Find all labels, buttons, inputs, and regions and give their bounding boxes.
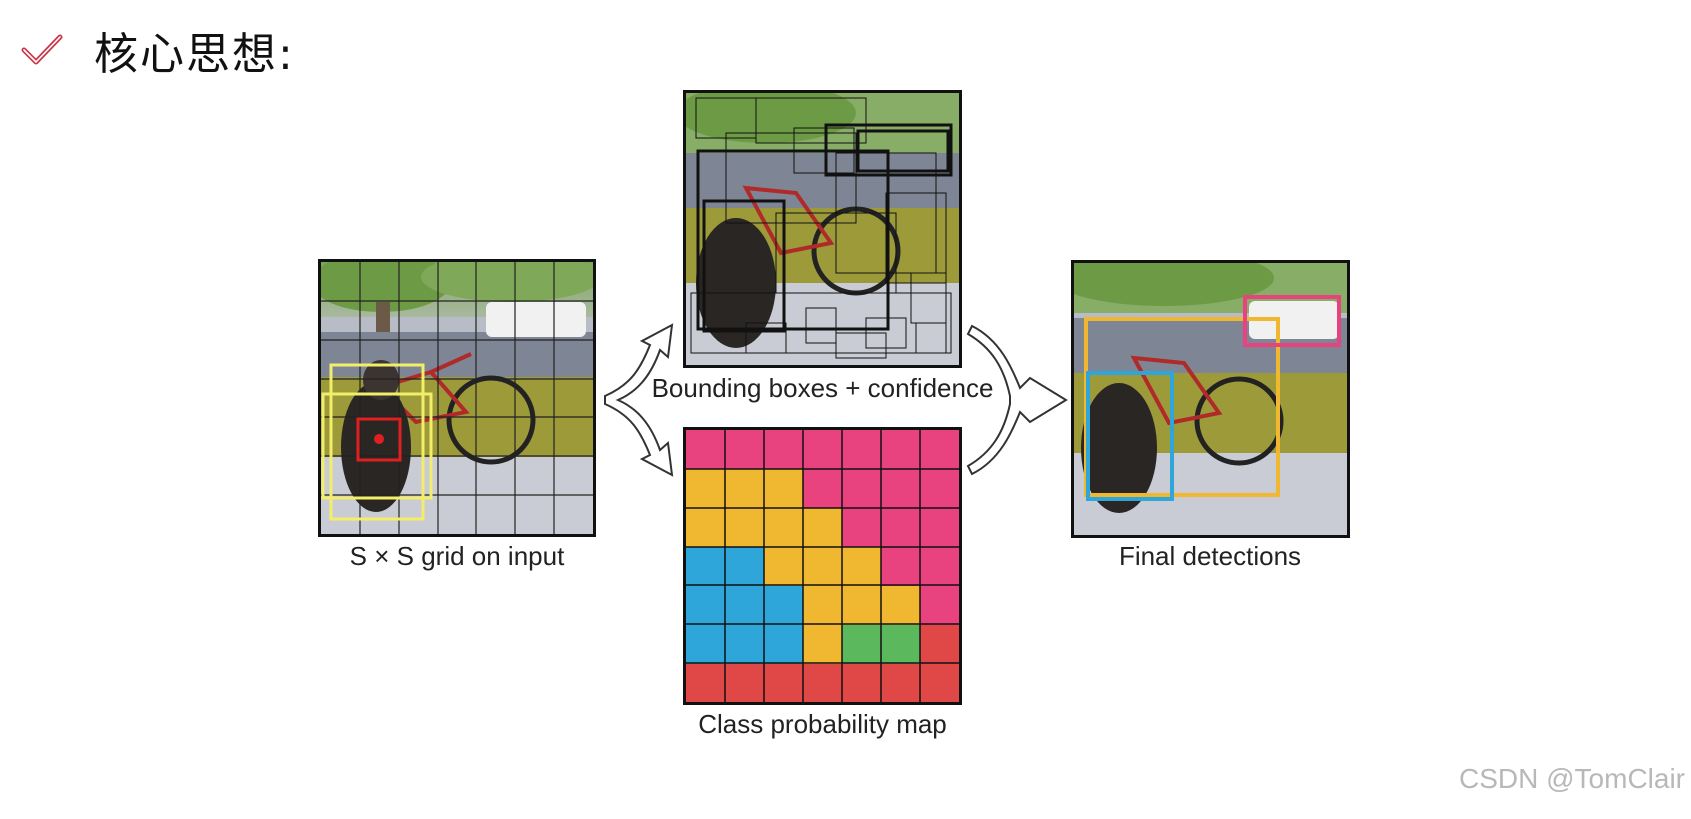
- class-cell-red: [920, 664, 959, 702]
- class-cell-yellow: [803, 508, 843, 548]
- class-cell-magenta: [686, 430, 726, 470]
- final-detections-caption: Final detections: [1118, 541, 1302, 571]
- class-cell-red: [686, 664, 726, 702]
- class-cell-magenta: [920, 469, 959, 509]
- class-cell-cyan: [725, 586, 765, 626]
- class-map-image: [686, 430, 959, 702]
- bounding-boxes-panel: [683, 90, 962, 368]
- class-cell-yellow: [803, 547, 843, 587]
- detection-box-car: [1243, 295, 1341, 347]
- class-cell-red: [881, 664, 921, 702]
- bounding-boxes-caption: Bounding boxes + confidence: [651, 373, 994, 403]
- class-cell-cyan: [725, 547, 765, 587]
- class-cell-yellow: [842, 586, 882, 626]
- class-cell-green: [842, 625, 882, 665]
- class-cell-red: [764, 664, 804, 702]
- class-cell-magenta: [842, 430, 882, 470]
- merge-arrow-icon: [966, 324, 1068, 476]
- class-cell-cyan: [764, 586, 804, 626]
- class-cell-red: [920, 625, 959, 665]
- input-grid-panel: [318, 259, 596, 537]
- detection-box-dog: [1086, 371, 1174, 501]
- class-cell-cyan: [725, 625, 765, 665]
- class-cell-magenta: [803, 469, 843, 509]
- class-cell-yellow: [764, 469, 804, 509]
- class-cell-red: [803, 664, 843, 702]
- class-cell-green: [881, 625, 921, 665]
- class-cell-magenta: [920, 586, 959, 626]
- class-cell-magenta: [842, 469, 882, 509]
- class-cell-red: [842, 664, 882, 702]
- class-cell-magenta: [725, 430, 765, 470]
- class-cell-yellow: [803, 586, 843, 626]
- class-cell-magenta: [920, 430, 959, 470]
- input-caption: S × S grid on input: [349, 541, 565, 571]
- class-cell-magenta: [842, 508, 882, 548]
- section-heading: 核心思想:: [20, 18, 295, 82]
- class-cell-magenta: [920, 508, 959, 548]
- final-detections-image: [1074, 263, 1347, 535]
- anchor-box-yellow-1: [329, 363, 425, 521]
- class-cell-yellow: [764, 547, 804, 587]
- grid-lines: [321, 262, 593, 534]
- class-cell-magenta: [920, 547, 959, 587]
- center-point: [374, 434, 384, 444]
- class-cell-magenta: [803, 430, 843, 470]
- class-cell-yellow: [764, 508, 804, 548]
- bounding-boxes-image: [686, 93, 959, 365]
- class-cell-cyan: [686, 547, 726, 587]
- class-map-panel: [683, 427, 962, 705]
- checkmark-icon: [21, 34, 63, 65]
- class-cell-magenta: [764, 430, 804, 470]
- class-cell-cyan: [686, 586, 726, 626]
- final-detections-panel: [1071, 260, 1350, 538]
- class-cell-red: [725, 664, 765, 702]
- input-image: [321, 262, 593, 534]
- class-map-caption: Class probability map: [698, 709, 947, 739]
- class-cell-magenta: [881, 508, 921, 548]
- class-cell-yellow: [686, 508, 726, 548]
- split-arrow-icon: [604, 323, 674, 477]
- heading-title: 核心思想:: [94, 29, 295, 80]
- anchor-box-yellow-2: [321, 392, 433, 500]
- class-cell-yellow: [881, 586, 921, 626]
- class-cell-magenta: [881, 430, 921, 470]
- class-cell-magenta: [881, 547, 921, 587]
- class-cell-yellow: [725, 469, 765, 509]
- class-cell-yellow: [803, 625, 843, 665]
- class-cell-yellow: [686, 469, 726, 509]
- class-cell-cyan: [686, 625, 726, 665]
- watermark: CSDN @TomClair: [1459, 763, 1685, 794]
- center-cell-red: [356, 417, 402, 462]
- class-cell-magenta: [881, 469, 921, 509]
- class-cell-yellow: [725, 508, 765, 548]
- class-cell-yellow: [842, 547, 882, 587]
- class-cell-cyan: [764, 625, 804, 665]
